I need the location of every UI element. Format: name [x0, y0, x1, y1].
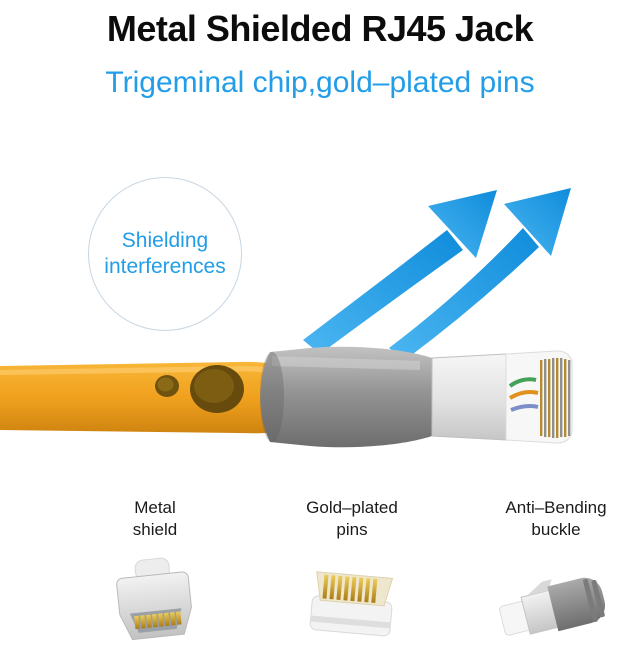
- arrow-right: [389, 188, 571, 360]
- strain-relief-boot: [260, 346, 432, 448]
- anti-bending-buckle-photo-icon: [499, 577, 606, 636]
- gold-plated-pins-photo-icon: [309, 571, 394, 637]
- shielding-callout-circle: Shielding interferences: [88, 177, 242, 331]
- metal-shield-sleeve: [431, 353, 507, 441]
- gold-plated-pins-photo: [279, 557, 425, 653]
- feature-label-line1: Metal: [134, 498, 176, 517]
- feature-label: Metal shield: [82, 497, 228, 541]
- feature-label-line2: shield: [132, 520, 178, 540]
- feature-anti-bending-buckle: Anti–Bending buckle: [480, 497, 632, 653]
- product-photo: [0, 346, 573, 448]
- anti-bending-buckle-photo: [480, 557, 632, 653]
- callout-line1: Shielding: [121, 228, 209, 252]
- feature-label: Anti–Bending buckle: [480, 497, 632, 541]
- growth-arrows-icon: [303, 188, 571, 360]
- arrow-left: [303, 190, 497, 354]
- feature-label: Gold–plated pins: [279, 497, 425, 541]
- feature-metal-shield: Metal shield: [82, 497, 228, 653]
- feature-label-line1: Gold–plated: [306, 498, 398, 517]
- feature-label-line1: Anti–Bending: [505, 498, 607, 517]
- feature-gold-plated-pins: Gold–plated pins: [279, 497, 425, 653]
- feature-label-line2: pins: [336, 520, 368, 540]
- callout-line2: interferences: [104, 255, 226, 278]
- page-subtitle: Trigeminal chip,gold–plated pins: [105, 66, 535, 99]
- metal-shield-photo-icon: [116, 557, 192, 641]
- callout-text: Shielding interferences: [104, 228, 225, 281]
- page-title: Metal Shielded RJ45 Jack: [106, 8, 534, 49]
- gold-pin-comb: [540, 358, 571, 438]
- clear-plug-tip: [505, 350, 573, 444]
- feature-label-line2: buckle: [531, 520, 581, 540]
- yellow-flat-cable: [0, 361, 308, 434]
- metal-shield-photo: [82, 557, 228, 653]
